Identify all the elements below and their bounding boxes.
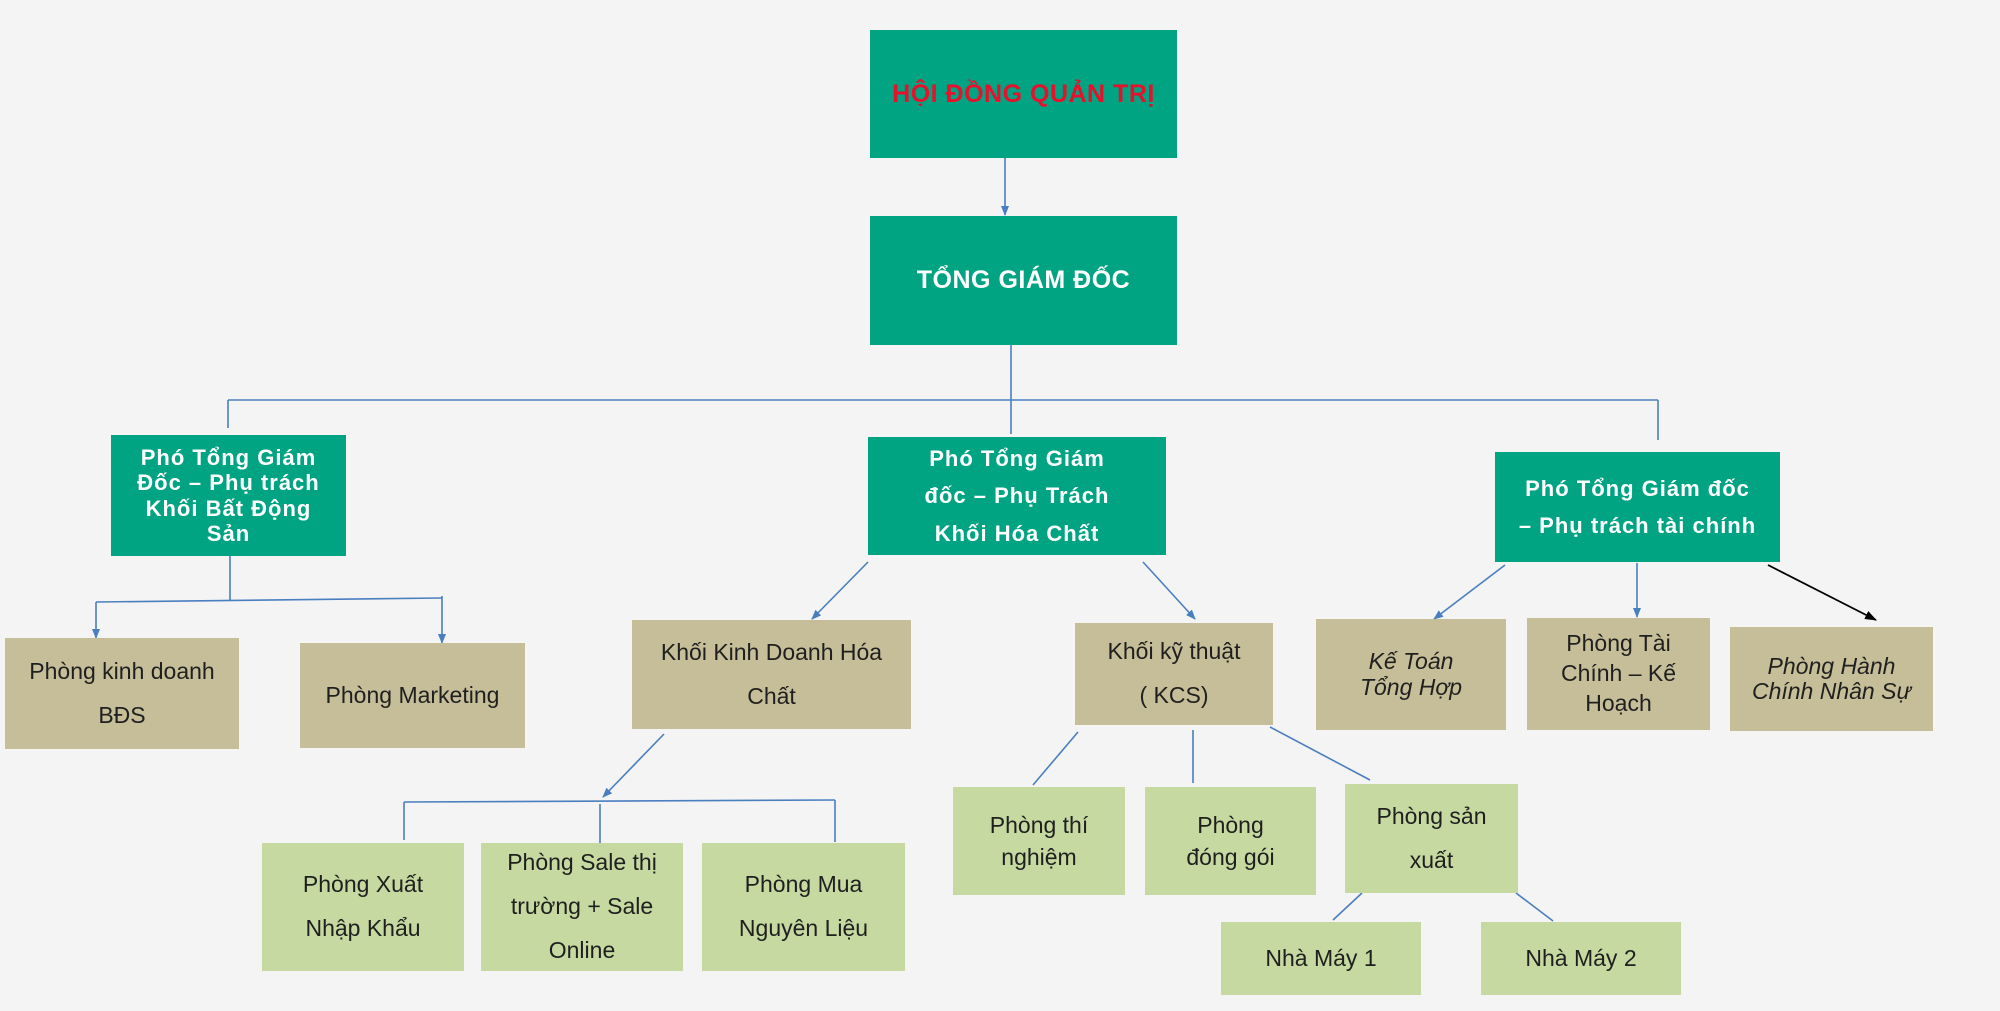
dept-marketing-node: Phòng Marketing xyxy=(300,643,525,748)
edge-business-bus xyxy=(602,733,665,798)
unit-sales-online-node: Phòng Sale thị trường + Sale Online xyxy=(481,843,683,971)
vp-real-estate-node: Phó Tổng Giám Đốc – Phụ trách Khối Bất Đ… xyxy=(111,435,346,556)
unit-packaging-label: Phòng đóng gói xyxy=(1186,811,1275,870)
dept-admin-hr-label: Phòng Hành Chính Nhân Sự xyxy=(1751,652,1912,704)
edge-tech-production xyxy=(1269,726,1371,781)
dept-sales-bds-node: Phòng kinh doanh BĐS xyxy=(5,638,239,749)
unit-production-node: Phòng sản xuất xyxy=(1345,784,1518,893)
dept-finance-planning-node: Phòng Tài Chính – Kế Hoạch xyxy=(1527,618,1710,730)
dept-finance-planning-label: Phòng Tài Chính – Kế Hoạch xyxy=(1560,630,1677,716)
dept-admin-hr-node: Phòng Hành Chính Nhân Sự xyxy=(1730,627,1933,731)
dept-sales-bds-label: Phòng kinh doanh BĐS xyxy=(29,657,215,728)
unit-purchasing-node: Phòng Mua Nguyên Liệu xyxy=(702,843,905,971)
vp-chemicals-label: Phó Tổng Giám đốc – Phụ Trách Khối Hóa C… xyxy=(924,445,1110,546)
block-chem-business-node: Khối Kinh Doanh Hóa Chất xyxy=(632,620,911,729)
unit-import-export-node: Phòng Xuất Nhập Khẩu xyxy=(262,843,464,971)
edge-prod-f2 xyxy=(1515,892,1554,922)
vp-finance-label: Phó Tổng Giám đốc – Phụ trách tài chính xyxy=(1518,475,1757,538)
board-label: HỘI ĐỒNG QUẢN TRỊ xyxy=(892,79,1155,108)
edge-prod-f1 xyxy=(1332,892,1363,921)
block-chem-business-label: Khối Kinh Doanh Hóa Chất xyxy=(660,638,883,709)
edge-vp3-accounting xyxy=(1433,564,1506,620)
edge-tech-lab xyxy=(1032,731,1079,786)
factory-2-node: Nhà Máy 2 xyxy=(1481,922,1681,995)
vp-real-estate-label: Phó Tổng Giám Đốc – Phụ trách Khối Bất Đ… xyxy=(137,444,320,546)
factory-1-label: Nhà Máy 1 xyxy=(1265,944,1377,971)
vp-chemicals-node: Phó Tổng Giám đốc – Phụ Trách Khối Hóa C… xyxy=(868,437,1166,555)
unit-lab-node: Phòng thí nghiệm xyxy=(953,787,1125,895)
edge-vp2-technical xyxy=(1142,561,1196,620)
business-bus xyxy=(403,799,836,803)
ceo-node: TỔNG GIÁM ĐỐC xyxy=(870,216,1177,345)
edge-vp3-admin xyxy=(1767,564,1877,621)
dept-marketing-label: Phòng Marketing xyxy=(325,681,500,708)
vp-finance-node: Phó Tổng Giám đốc – Phụ trách tài chính xyxy=(1495,452,1780,562)
edge-vp2-business xyxy=(811,561,869,620)
unit-packaging-node: Phòng đóng gói xyxy=(1145,787,1316,895)
factory-2-label: Nhà Máy 2 xyxy=(1525,944,1637,971)
block-technical-node: Khối kỹ thuật ( KCS) xyxy=(1075,623,1273,725)
ceo-label: TỔNG GIÁM ĐỐC xyxy=(916,266,1131,294)
unit-lab-label: Phòng thí nghiệm xyxy=(989,811,1089,870)
block-technical-label: Khối kỹ thuật ( KCS) xyxy=(1107,638,1241,708)
unit-import-export-label: Phòng Xuất Nhập Khẩu xyxy=(302,871,424,941)
board-node: HỘI ĐỒNG QUẢN TRỊ xyxy=(870,30,1177,158)
vp1-bus xyxy=(95,597,443,603)
unit-sales-online-label: Phòng Sale thị trường + Sale Online xyxy=(507,849,657,963)
factory-1-node: Nhà Máy 1 xyxy=(1221,922,1421,995)
dept-accounting-node: Kế Toán Tổng Hợp xyxy=(1316,619,1506,730)
dept-accounting-label: Kế Toán Tổng Hợp xyxy=(1359,648,1463,700)
unit-production-label: Phòng sản xuất xyxy=(1376,802,1487,873)
unit-purchasing-label: Phòng Mua Nguyên Liệu xyxy=(738,871,869,941)
